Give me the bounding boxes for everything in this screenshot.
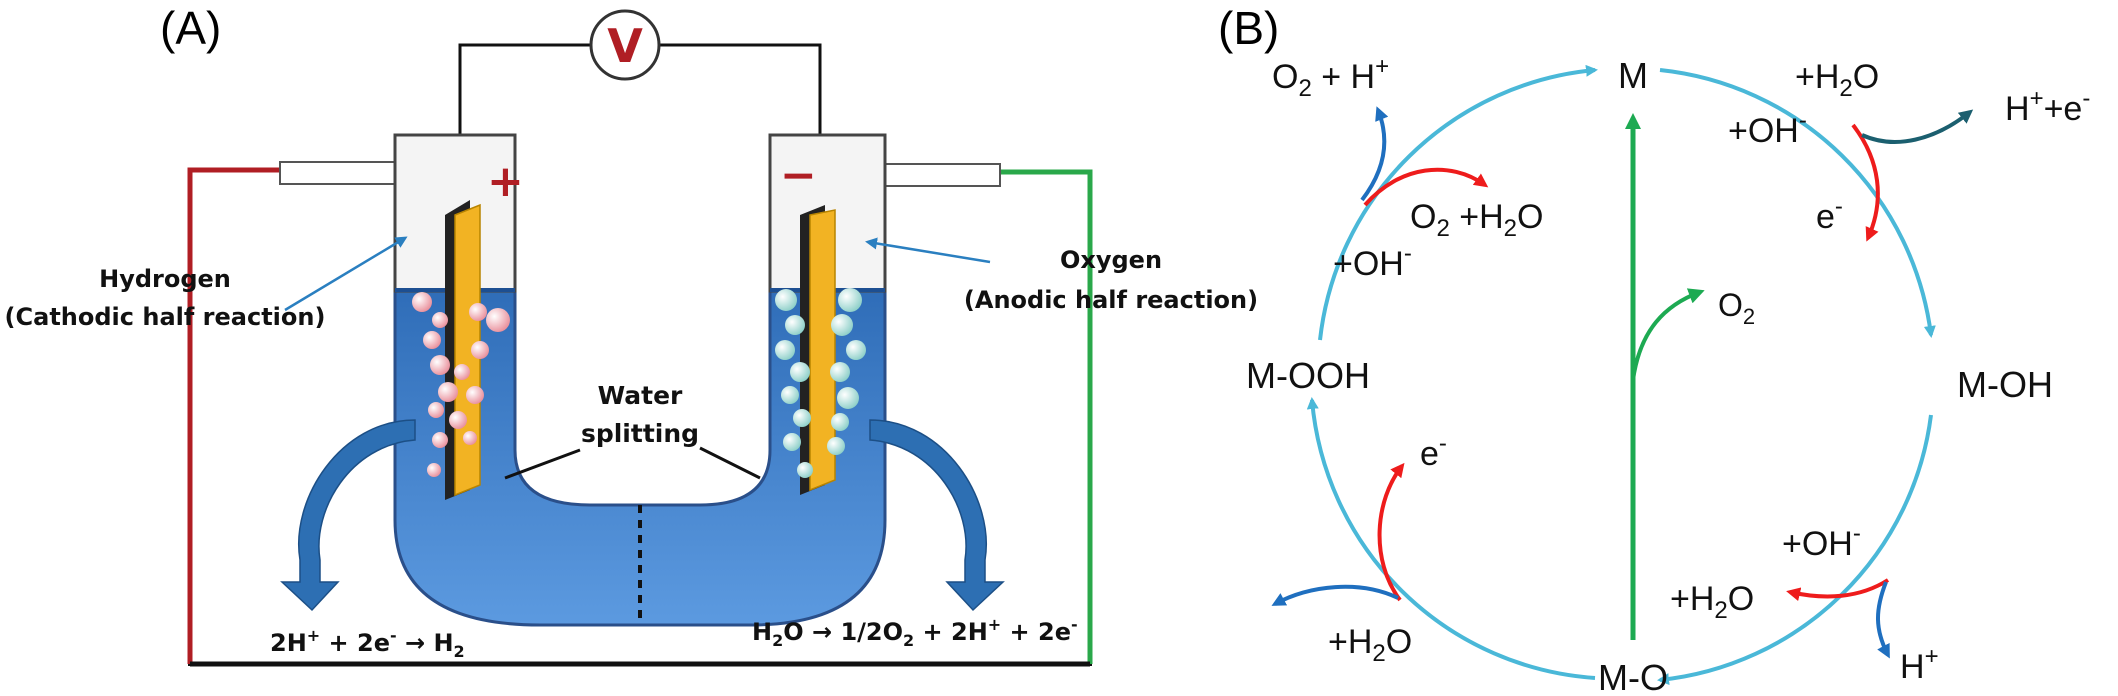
water-label-line1: Water	[598, 381, 683, 410]
hydrogen-bubbles	[412, 292, 510, 477]
oxygen-bubbles	[775, 288, 866, 478]
hydrogen-wire	[187, 167, 280, 664]
top-right-red-arrow	[1851, 123, 1880, 242]
text-top-left-out: O2 + H+	[1272, 53, 1389, 102]
left-equation: 2H+ + 2e- → H2	[270, 626, 465, 661]
top-left-blue-arrow	[1360, 106, 1389, 202]
hydrogen-outlet-tube	[279, 161, 401, 185]
cycle-arc-mo-to-mooh	[1306, 397, 1596, 680]
text-bottom-right-oh: +OH-	[1782, 520, 1861, 563]
text-bottom-right-h2o: +H2O	[1670, 580, 1754, 624]
right-equation: H2O → 1/2O2 + 2H+ + 2e-	[752, 615, 1078, 650]
text-top-right-h2o: +H2O	[1795, 58, 1879, 102]
minus-sign: −	[780, 150, 817, 201]
water-pointer-right	[699, 446, 761, 480]
text-top-right-out: H++e-	[2005, 85, 2090, 128]
plus-sign: +	[487, 156, 524, 207]
bottom-right-blue-arrow	[1876, 581, 1890, 659]
top-left-red-arrow	[1363, 167, 1489, 207]
oxygen-label-line1: Oxygen	[1060, 246, 1162, 274]
panel-a: (A) V + −	[5, 2, 1258, 667]
bottom-left-red-arrow	[1377, 462, 1405, 602]
text-bottom-right-h: H+	[1900, 643, 1939, 686]
electrolyte	[393, 288, 887, 627]
text-top-left-o2h2o: O2 +H2O	[1410, 198, 1543, 242]
right-electrode	[809, 209, 836, 492]
right-curved-arrow	[869, 419, 1005, 612]
text-bottom-left-h2o: +H2O	[1328, 623, 1412, 667]
node-m-oh: M-OH	[1957, 364, 2053, 405]
panel-b: (B) M M-OH M-O M-OOH +H2O +OH-	[1218, 2, 2090, 696]
water-pointer-left	[504, 448, 581, 480]
oxygen-outlet-tube	[879, 163, 1001, 187]
node-m-ooh: M-OOH	[1246, 355, 1370, 396]
cycle-arc-mooh-to-m	[1318, 64, 1598, 341]
node-m-o: M-O	[1598, 657, 1668, 696]
oxygen-label-line2: (Anodic half reaction)	[964, 286, 1258, 314]
hydrogen-label-line2: (Cathodic half reaction)	[5, 303, 326, 331]
bottom-right-red-arrow	[1786, 578, 1890, 602]
water-label-line2: splitting	[581, 419, 699, 448]
text-right-e: e-	[1816, 193, 1843, 236]
text-bottom-left-e: e-	[1420, 430, 1447, 473]
o2-release-arrow	[1631, 288, 1705, 381]
hydrogen-label-line1: Hydrogen	[99, 265, 231, 293]
voltmeter-icon	[589, 9, 661, 81]
text-top-right-oh: +OH-	[1728, 107, 1807, 150]
node-m: M	[1618, 55, 1648, 96]
text-top-left-oh: +OH-	[1333, 240, 1412, 283]
panel-b-label: (B)	[1218, 2, 1279, 54]
top-right-teal-arrow	[1861, 109, 1974, 144]
cycle-arc-m-to-moh	[1659, 68, 1936, 338]
oxygen-pointer-arrow	[865, 237, 991, 264]
panel-a-label: (A)	[160, 2, 221, 54]
voltmeter-label: V	[607, 19, 643, 73]
hydrogen-pointer-arrow	[284, 236, 408, 312]
left-curved-arrow	[280, 419, 416, 612]
text-center-o2: O2	[1718, 287, 1755, 329]
bottom-left-blue-arrow	[1271, 584, 1399, 606]
